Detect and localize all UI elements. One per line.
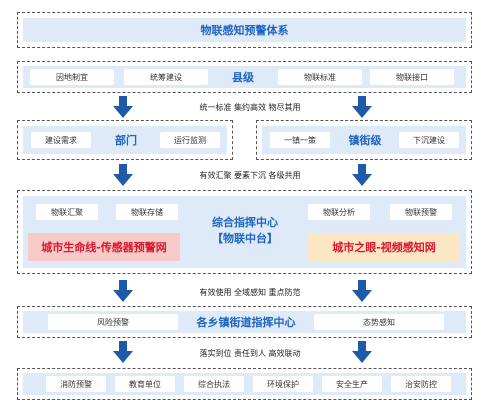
unit-item: 治安防控 [391,376,451,392]
unit-item: 消防预警 [46,376,106,392]
down-arrow-icon [352,96,372,118]
center-item: 物联汇聚 [36,204,98,220]
town-item: 下沉建设 [399,132,459,148]
iot-platform-title: 【物联中台】 [212,232,278,245]
system-title: 物联感知预警体系 [23,18,466,42]
down-arrow-icon [113,341,133,363]
county-level-label: 县级 [232,71,254,84]
down-arrow-icon [113,164,133,186]
county-item: 因地制宜 [30,69,114,85]
bottom-units-frame: 消防预警 教育单位 综合执法 环境保护 安全生产 治安防控 [17,368,472,400]
lifeline-sensor-network: 城市生命线-传感器预警网 [28,233,180,261]
flow-note: 有效汇聚 要素下沉 各级共用 [199,170,301,180]
town-level-frame: 一镇一策 镇街级 下沉建设 [256,120,472,160]
unit-item: 教育单位 [115,376,175,392]
department-item: 建设需求 [31,132,91,148]
county-level-frame: 因地制宜 统筹建设 县级 物联标准 物联接口 [17,61,472,93]
flow-note: 有效使用 全域感知 重点防范 [199,287,301,297]
down-arrow-icon [352,164,372,186]
county-item: 物联标准 [278,69,362,85]
center-item: 物联存储 [116,204,178,220]
title-frame: 物联感知预警体系 [17,12,472,48]
center-item: 物联分析 [308,204,370,220]
department-item: 运行监测 [160,132,220,148]
city-eye-video-network: 城市之眼-视频感知网 [308,233,460,261]
township-item: 风险预警 [48,314,178,330]
county-item: 统筹建设 [124,69,208,85]
department-frame: 建设需求 部门 运行监测 [17,120,233,160]
flow-note: 落实到位 责任到人 高效联动 [199,348,301,358]
down-arrow-icon [113,96,133,118]
township-center-label: 各乡镇街道指挥中心 [196,316,296,329]
down-arrow-icon [113,280,133,302]
unit-item: 环境保护 [253,376,313,392]
command-center-title: 综合指挥中心 [212,216,278,229]
unit-item: 安全生产 [322,376,382,392]
command-center-frame: 物联汇聚 物联存储 综合指挥中心 【物联中台】 物联分析 物联预警 城市生命线-… [17,190,472,274]
town-level-label: 镇街级 [348,134,382,147]
flow-note: 统一标准 集约高效 物尽其用 [199,102,301,112]
township-item: 态势感知 [314,314,444,330]
unit-item: 综合执法 [184,376,244,392]
county-item: 物联接口 [370,69,454,85]
town-item: 一镇一策 [270,132,330,148]
down-arrow-icon [352,280,372,302]
township-center-frame: 风险预警 各乡镇街道指挥中心 态势感知 [17,306,472,338]
center-item: 物联预警 [390,204,452,220]
department-label: 部门 [115,134,137,147]
down-arrow-icon [352,341,372,363]
